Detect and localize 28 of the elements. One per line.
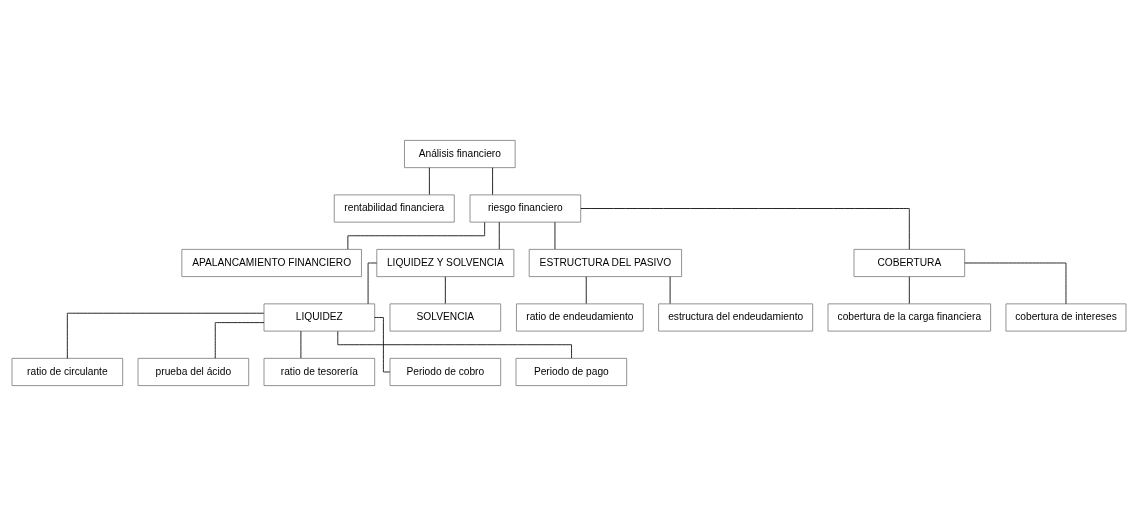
node-box: estructura del endeudamiento <box>658 303 814 332</box>
node-box: ratio de endeudamiento <box>516 303 644 332</box>
node-box: cobertura de intereses <box>1005 303 1127 332</box>
connector <box>498 221 500 250</box>
connector <box>908 276 910 304</box>
node-box: LIQUIDEZ <box>263 303 376 332</box>
node-box: rentabilidad financiera <box>333 194 455 223</box>
node-box: ratio de tesorería <box>263 357 376 386</box>
node-box: SOLVENCIA <box>389 303 502 332</box>
node-box: prueba del ácido <box>137 357 250 386</box>
node-box: APALANCAMIENTO FINANCIERO <box>181 248 362 278</box>
connector <box>444 276 446 304</box>
node-box: Periodo de cobro <box>389 357 502 386</box>
connector <box>347 222 486 250</box>
node-box: COBERTURA <box>853 248 966 278</box>
connector <box>580 208 910 250</box>
node-box: ratio de circulante <box>11 357 124 386</box>
connector <box>492 167 493 195</box>
node-box: Periodo de pago <box>515 357 628 386</box>
connector <box>428 167 430 195</box>
node-box: LIQUIDEZ Y SOLVENCIA <box>376 248 515 278</box>
node-box: riesgo financiero <box>469 194 582 223</box>
node-box: cobertura de la carga financiera <box>827 303 992 332</box>
connector <box>374 317 391 373</box>
connector <box>66 312 265 359</box>
connector <box>214 322 265 359</box>
node-box: ESTRUCTURA DEL PASIVO <box>528 248 682 278</box>
node-box: Análisis financiero <box>404 140 516 169</box>
